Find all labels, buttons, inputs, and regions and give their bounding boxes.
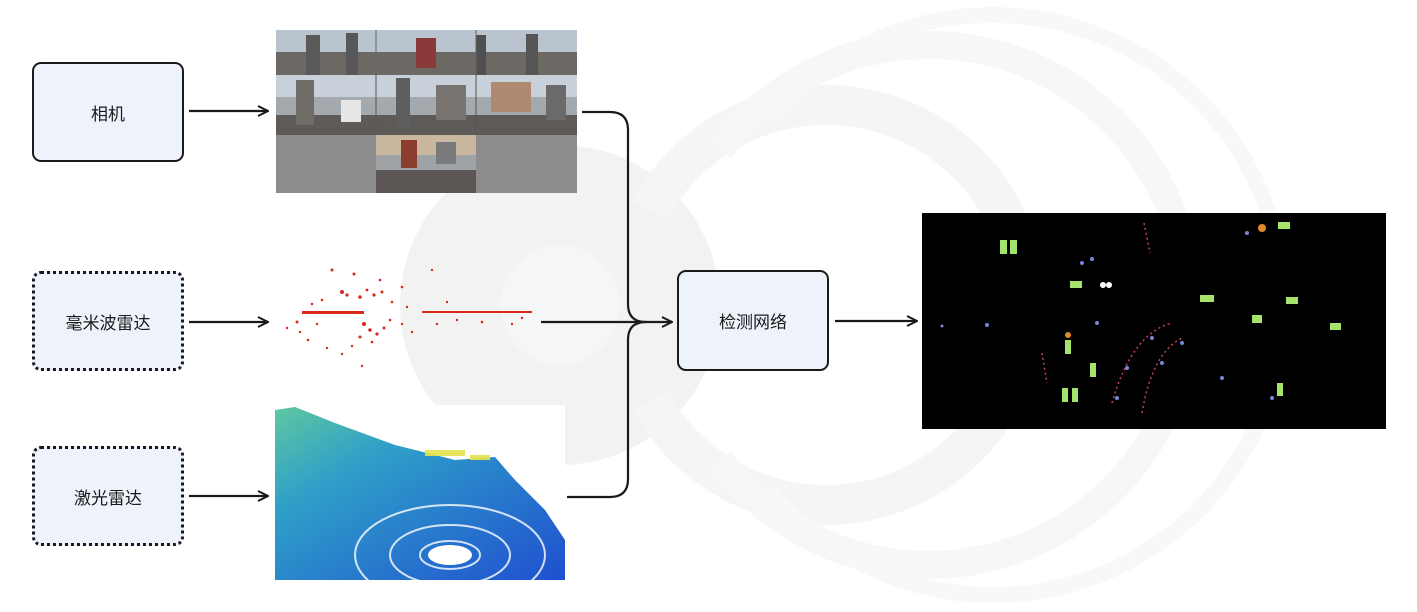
- radar-points: [285, 268, 532, 368]
- camera-node: 相机: [32, 62, 184, 162]
- connector-lidar-to-network: [567, 320, 647, 499]
- radar-point-cloud-image: [282, 262, 540, 374]
- detection-network-label: 检测网络: [719, 313, 787, 333]
- scattered-points: [940, 231, 1274, 400]
- camera-tile-row-top: [276, 30, 577, 75]
- radar-node: 毫米波雷达: [32, 271, 184, 371]
- camera-label: 相机: [91, 104, 125, 125]
- camera-tile-row-bottom: [276, 135, 577, 193]
- detected-boxes: [1000, 222, 1341, 402]
- lidar-label: 激光雷达: [74, 488, 142, 509]
- radar-label: 毫米波雷达: [65, 313, 151, 334]
- camera-image-mosaic: [276, 30, 577, 193]
- lidar-ego-vehicle: [428, 545, 472, 565]
- camera-tile-row-middle: [276, 75, 577, 135]
- connector-camera-to-network: [582, 110, 647, 324]
- point-arcs: [1041, 222, 1183, 414]
- lidar-rings: [354, 504, 546, 580]
- detection-output-image: [922, 213, 1386, 429]
- detection-network-node: 检测网络: [677, 270, 829, 371]
- lidar-cloud-mass: [275, 407, 565, 580]
- lidar-highlights: [425, 450, 490, 460]
- lidar-node: 激光雷达: [32, 446, 184, 546]
- detected-markers: [1065, 224, 1266, 338]
- lidar-point-cloud-image: [275, 405, 565, 580]
